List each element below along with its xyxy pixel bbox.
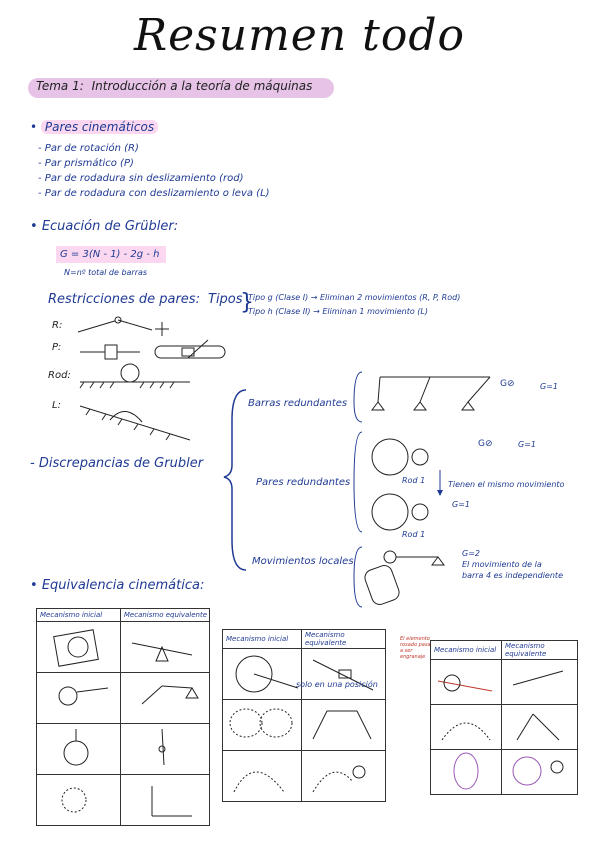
svg-text:G⊘: G⊘ bbox=[478, 439, 493, 449]
tema-heading: Tema 1: Introducción a la teoría de máqu… bbox=[36, 79, 316, 93]
tema-number: Tema 1: bbox=[36, 79, 84, 93]
mechanism-sketch bbox=[158, 728, 166, 766]
rod-label: Rod 1 bbox=[402, 476, 426, 485]
col-header: Mecanismo inicial bbox=[36, 608, 121, 622]
tipos-brace: } bbox=[240, 290, 254, 315]
tipo-g: Tipo g (Clase I) → Eliminan 2 movimiento… bbox=[248, 293, 461, 302]
formula-highlight bbox=[56, 246, 166, 263]
mechanism-sketch bbox=[151, 786, 192, 817]
mechanism-sketch bbox=[312, 659, 374, 691]
equivalencia-heading: • Equivalencia cinemática: bbox=[30, 578, 205, 593]
label-rod: Rod: bbox=[48, 370, 71, 381]
mechanism-sketch bbox=[235, 655, 299, 693]
equivalencia-table-3: Mecanismo inicial Mecanismo equivalente bbox=[430, 640, 578, 795]
pares-item: - Par de rotación (R) bbox=[38, 143, 139, 154]
mechanism-sketch bbox=[312, 710, 372, 740]
pares-item: - Par prismático (P) bbox=[38, 158, 134, 169]
tipo-h: Tipo h (Clase II) → Eliminan 1 movimient… bbox=[248, 307, 428, 316]
tema-name: Introducción a la teoría de máquinas bbox=[91, 79, 313, 93]
grubler-heading: • Ecuación de Grübler: bbox=[30, 219, 179, 234]
pares-red-side: Tienen el mismo movimiento bbox=[448, 480, 565, 489]
mechanism-sketch bbox=[229, 708, 293, 738]
tipos-label: Tipos bbox=[208, 292, 243, 307]
restricciones-sketches bbox=[77, 316, 226, 441]
pares-red-side-g: G=1 bbox=[452, 500, 470, 509]
mechanism-sketch bbox=[233, 771, 285, 793]
tema-highlight bbox=[28, 78, 334, 98]
mechanism-sketch bbox=[61, 787, 87, 813]
col-header: Mecanismo equivalente bbox=[301, 629, 386, 649]
col-header: Mecanismo inicial bbox=[222, 629, 302, 649]
mechanism-sketch bbox=[512, 756, 564, 786]
mid-note: solo en una posición bbox=[296, 680, 378, 689]
discrepancias-heading: - Discrepancias de Grubler bbox=[30, 456, 204, 471]
mechanism-sketch bbox=[63, 729, 89, 766]
grubler-note: N=nº total de barras bbox=[64, 268, 148, 277]
mechanism-sketch bbox=[53, 629, 99, 667]
rod-label: Rod 1 bbox=[402, 530, 426, 539]
grubler-formula: G = 3(N - 1) - 2g - h bbox=[60, 249, 160, 260]
pares-red-label: Pares redundantes bbox=[256, 477, 351, 488]
col-header: Mecanismo inicial bbox=[430, 640, 502, 660]
mechanism-sketch bbox=[58, 686, 109, 706]
label-p: P: bbox=[52, 342, 62, 353]
label-l: L: bbox=[52, 400, 61, 411]
col-header: Mecanismo equivalente bbox=[119, 608, 211, 622]
pares-item: - Par de rodadura con deslizamiento o le… bbox=[38, 188, 270, 199]
mechanism-sketch bbox=[516, 713, 560, 741]
restricciones-heading: Restricciones de pares: bbox=[48, 292, 200, 307]
mechanism-sketch bbox=[453, 752, 479, 790]
locales-label: Movimientos locales bbox=[252, 556, 354, 567]
label-r: R: bbox=[52, 320, 63, 331]
mechanism-sketch bbox=[312, 765, 366, 793]
pares-list: - Par de rotación (R) - Par prismático (… bbox=[38, 141, 270, 201]
side-note: El elemento rosado pasa a ser engranaje bbox=[400, 636, 431, 660]
mechanism-sketch bbox=[512, 670, 564, 686]
mechanism-sketch bbox=[441, 722, 491, 741]
mechanism-sketch bbox=[141, 685, 199, 705]
mechanism-sketch bbox=[437, 674, 493, 692]
discrepancias-brace bbox=[223, 389, 247, 571]
mechanism-sketch bbox=[131, 642, 192, 662]
page-title: Resumen todo bbox=[134, 10, 465, 61]
pares-item: - Par de rodadura sin deslizamiento (rod… bbox=[38, 173, 244, 184]
locales-notes: G=2 El movimiento de la barra 4 es indep… bbox=[462, 549, 563, 580]
equivalencia-table-1: Mecanismo inicial Mecanismo equivalente bbox=[36, 608, 211, 826]
barras-label: Barras redundantes bbox=[248, 398, 348, 409]
pares-red-g: G=1 bbox=[518, 440, 536, 449]
equivalencia-table-2: Mecanismo inicial Mecanismo equivalente bbox=[222, 629, 386, 802]
barras-g: G=1 bbox=[540, 382, 558, 391]
svg-text:G⊘: G⊘ bbox=[500, 379, 515, 389]
discrepancias-sketches: G⊘ G⊘ bbox=[353, 371, 515, 608]
pares-heading: • Pares cinemáticos bbox=[30, 120, 159, 134]
col-header: Mecanismo equivalente bbox=[501, 640, 578, 660]
